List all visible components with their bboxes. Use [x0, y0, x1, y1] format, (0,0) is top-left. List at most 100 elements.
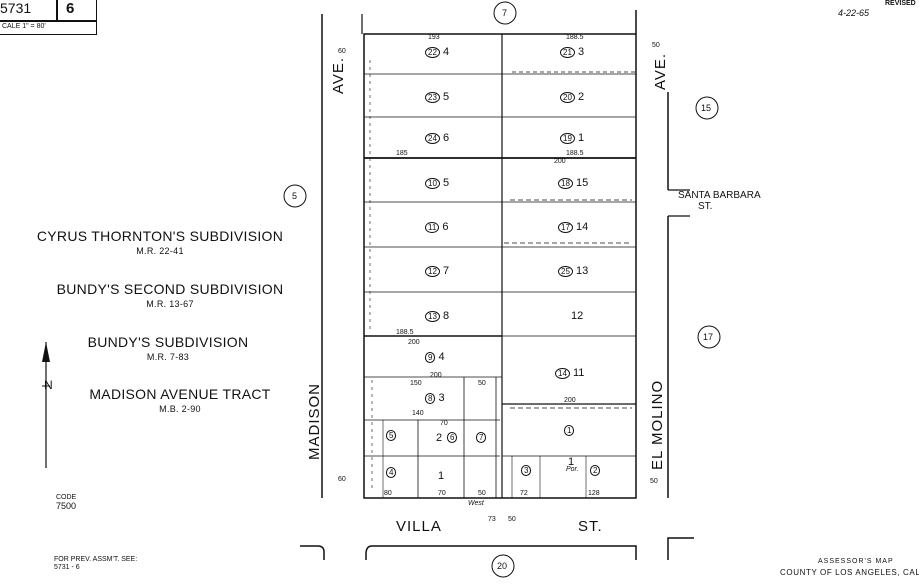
lot-number: 15 — [575, 177, 589, 189]
lot-number: 5 — [442, 177, 450, 189]
parcel-number: 9 — [425, 352, 436, 363]
subdivision-ref: M.R. 22-41 — [136, 246, 184, 256]
parcel-small: 2 — [590, 465, 601, 476]
lot-right-6: 25 13 — [558, 265, 588, 277]
lot-right-3: 19 1 — [560, 132, 584, 144]
lot-right-2: 20 2 — [560, 91, 584, 103]
lot-left-6: 12 7 — [425, 265, 449, 277]
subdivision-name: BUNDY'S SUBDIVISION — [87, 334, 249, 350]
parcel-number: 11 — [425, 222, 440, 233]
dim-label: 60 — [338, 476, 346, 483]
parcel-small: 5 — [386, 430, 397, 441]
subdivision-name: MADISON AVENUE TRACT — [89, 386, 271, 402]
prev-assmt-value: 5731 - 6 — [54, 564, 80, 571]
lot-number: 4 — [438, 351, 445, 363]
parcel-number: 8 — [425, 393, 436, 404]
street-el-molino: EL MOLINO — [649, 379, 666, 470]
dim-label: 193 — [428, 34, 440, 41]
lot-number: 4 — [442, 46, 450, 58]
street-el-molino-ave: AVE. — [652, 52, 669, 90]
parcel-number: 22 — [425, 47, 440, 58]
dim-label: 200 — [564, 397, 576, 404]
dim-label: 50 — [508, 516, 516, 523]
lot-left-8: 9 4 — [425, 351, 445, 363]
lot-left-2: 23 5 — [425, 91, 449, 103]
lot-right-1: 21 3 — [560, 46, 584, 58]
lot-left-5: 11 6 — [425, 221, 449, 233]
parcel-number: 12 — [425, 266, 440, 277]
lot-number: 7 — [442, 265, 450, 277]
dim-label: 185 — [396, 150, 408, 157]
subdivision-madison-avenue-tract: MADISON AVENUE TRACT M.B. 2-90 — [40, 386, 320, 414]
street-santa-barbara: SANTA BARBARA — [678, 190, 761, 201]
street-villa-st: ST. — [578, 518, 603, 535]
dim-label: 200 — [554, 158, 566, 165]
subdivision-ref: M.R. 13-67 — [146, 299, 194, 309]
dim-label: 200 — [408, 339, 420, 346]
map-scale: CALE 1" = 80' — [2, 23, 46, 30]
lot-left-7: 13 8 — [425, 310, 449, 322]
street-madison-ave: AVE. — [330, 56, 347, 94]
dim-label: 80 — [384, 490, 392, 497]
footer-county: COUNTY OF LOS ANGELES, CALIF. — [780, 568, 919, 577]
parcel-number: 21 — [560, 47, 575, 58]
dim-label: 60 — [338, 48, 346, 55]
footer-title: ASSESSOR'S MAP — [818, 558, 894, 565]
dim-label: 50 — [478, 490, 486, 497]
parcel-number: 1 — [564, 425, 575, 436]
dim-label: West — [468, 500, 484, 507]
north-arrow-icon — [42, 342, 50, 468]
code-label: CODE — [56, 494, 77, 501]
parcel-number: 25 — [558, 266, 573, 277]
lot-number: 1 — [577, 132, 585, 144]
lot-number: 2 — [436, 432, 443, 444]
code-value: 7500 — [56, 501, 77, 511]
dim-label: 188.5 — [396, 329, 414, 336]
lot-number: 11 — [572, 367, 585, 379]
map-number: 5731 — [0, 0, 32, 16]
subdivision-ref: M.B. 2-90 — [159, 404, 201, 414]
lot-right-5: 17 14 — [558, 221, 588, 233]
dim-label: 188.5 — [566, 34, 584, 41]
lot-number: 3 — [577, 46, 585, 58]
lot-right-8: 14 11 — [555, 367, 584, 379]
prev-assmt-label: FOR PREV. ASSM'T. SEE: — [54, 556, 138, 563]
lot-left-9: 8 3 — [425, 392, 445, 404]
north-label: N — [44, 378, 53, 392]
dim-label: 150 — [410, 380, 422, 387]
lot-number: 2 — [577, 91, 585, 103]
lot-number: 1 — [568, 456, 575, 468]
lot-left-3: 24 6 — [425, 132, 449, 144]
subdivision-bundys: BUNDY'S SUBDIVISION M.R. 7-83 — [28, 334, 308, 362]
lot-number: 3 — [438, 392, 445, 404]
street-villa: VILLA — [396, 518, 442, 535]
subdivision-bundys-second: BUNDY'S SECOND SUBDIVISION M.R. 13-67 — [30, 281, 310, 309]
dim-label: 72 — [520, 490, 528, 497]
parcel-small: 4 — [386, 467, 397, 478]
header-divider — [56, 0, 58, 20]
lot-number: 14 — [575, 221, 589, 233]
parcel-number: 14 — [555, 368, 570, 379]
parcel-number: 13 — [425, 311, 440, 322]
lot-number: 8 — [442, 310, 450, 322]
lot-number: 5 — [442, 91, 450, 103]
parcel-number: 20 — [560, 92, 575, 103]
dim-label: 50 — [650, 478, 658, 485]
lot-right-9: 1 — [564, 424, 575, 436]
dim-label: 128 — [588, 490, 600, 497]
map-page: 6 — [66, 0, 75, 17]
lot-number: 13 — [575, 265, 589, 277]
revised-date: 4-22-65 — [838, 8, 870, 18]
lot-right-7: 12 — [571, 310, 583, 322]
lot-right-4: 18 15 — [558, 177, 588, 189]
parcel-number: 24 — [425, 133, 440, 144]
lot-left-4: 10 5 — [425, 177, 449, 189]
dim-label: 188.5 — [566, 150, 584, 157]
parcel-small: 6 — [447, 432, 458, 443]
parcel-number: 17 — [558, 222, 573, 233]
page-ref-north: 7 — [502, 8, 508, 18]
dim-label: 73 — [488, 516, 496, 523]
lot-number: 1 — [438, 470, 445, 482]
